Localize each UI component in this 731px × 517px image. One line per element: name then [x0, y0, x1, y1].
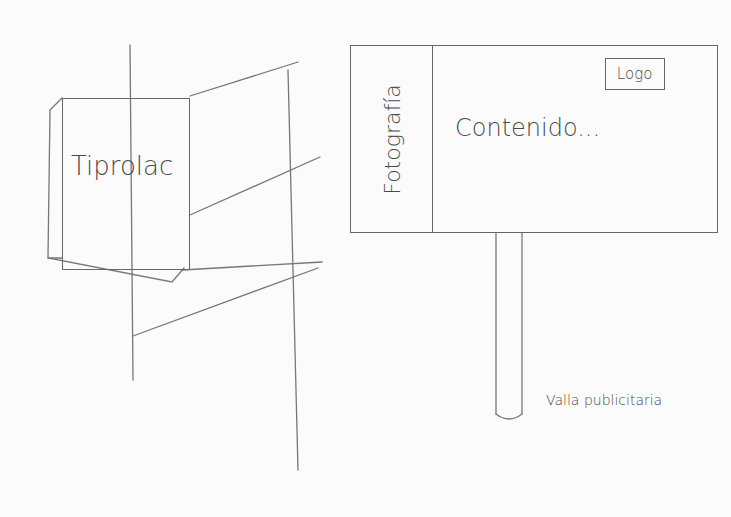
wall-line: [182, 262, 322, 270]
sign-depth: [48, 257, 62, 258]
node-text: Logo: [617, 65, 652, 83]
billboard: Contenido... Fotografía Logo: [350, 45, 718, 233]
wall-line: [133, 268, 318, 336]
wall-line: [130, 45, 133, 380]
node-text: Fotografía: [380, 84, 405, 194]
node-text: Contenido...: [455, 114, 600, 142]
hanging-sign: Tiprolac: [62, 98, 190, 270]
node-text: Tiprolac: [71, 151, 173, 181]
sign-depth: [48, 98, 184, 282]
wall-line: [190, 62, 298, 96]
pole: [495, 233, 496, 414]
pole: [496, 414, 522, 419]
photo-panel: Fotografía: [351, 46, 433, 232]
wall-line: [288, 70, 298, 470]
logo-box: Logo: [605, 58, 665, 90]
wall-line: [190, 157, 320, 215]
pole: [521, 233, 522, 414]
caption-label: Valla publicitaria: [546, 392, 662, 408]
